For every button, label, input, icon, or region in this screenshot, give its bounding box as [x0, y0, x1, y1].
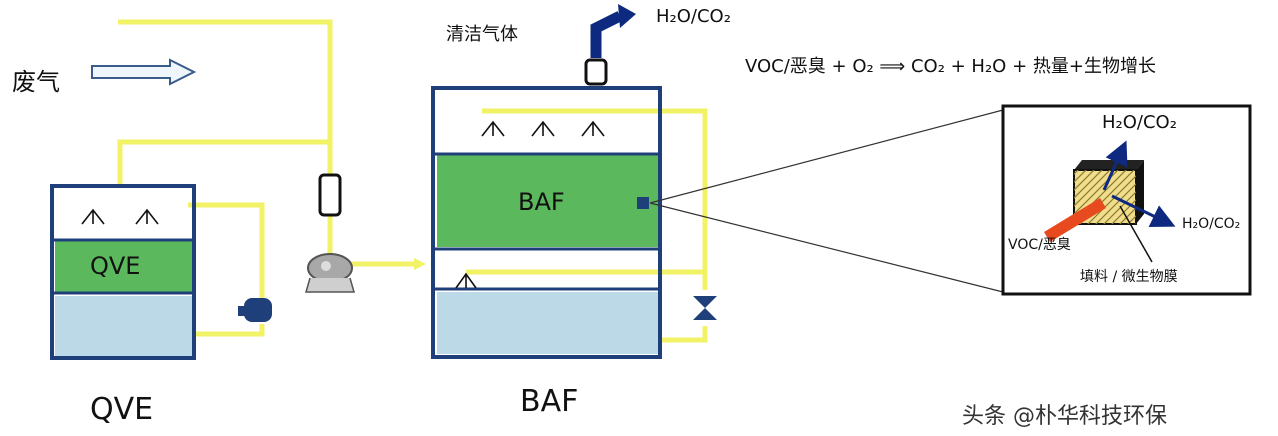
- qve-caption: QVE: [90, 392, 154, 427]
- clean-gas-label: 清洁气体: [446, 24, 518, 45]
- qve-pump-icon: [238, 298, 272, 322]
- exhaust-pipe: [584, 4, 636, 86]
- detail-right-label: H₂O/CO₂: [1182, 216, 1241, 232]
- detail-input-label: VOC/恶臭: [1008, 237, 1071, 253]
- baf-tank: [431, 86, 662, 359]
- baf-caption: BAF: [520, 384, 579, 419]
- baf-section-label: BAF: [518, 188, 565, 216]
- baf-valve-icon: [693, 296, 717, 320]
- reaction-equation: VOC/恶臭 + O₂ ⟹ CO₂ + H₂O + 热量+生物增长: [745, 56, 1156, 77]
- detail-top-label: H₂O/CO₂: [1102, 112, 1177, 133]
- watermark-text: 头条 @朴华科技环保: [962, 404, 1167, 429]
- waste-gas-arrow-icon: [91, 58, 197, 86]
- waste-gas-label: 废气: [12, 68, 60, 96]
- sample-marker: [637, 197, 649, 209]
- qve-tank: [50, 184, 196, 360]
- fan-icon: [305, 253, 355, 293]
- filter-capsule: [318, 173, 342, 217]
- detail-box: [1001, 104, 1252, 296]
- detail-media-label: 填料 / 微生物膜: [1080, 269, 1178, 285]
- pipe-arrow-icon: [414, 258, 426, 270]
- exhaust-label: H₂O/CO₂: [656, 6, 731, 27]
- qve-section-label: QVE: [90, 252, 141, 280]
- yellow-pipes: [117, 19, 708, 343]
